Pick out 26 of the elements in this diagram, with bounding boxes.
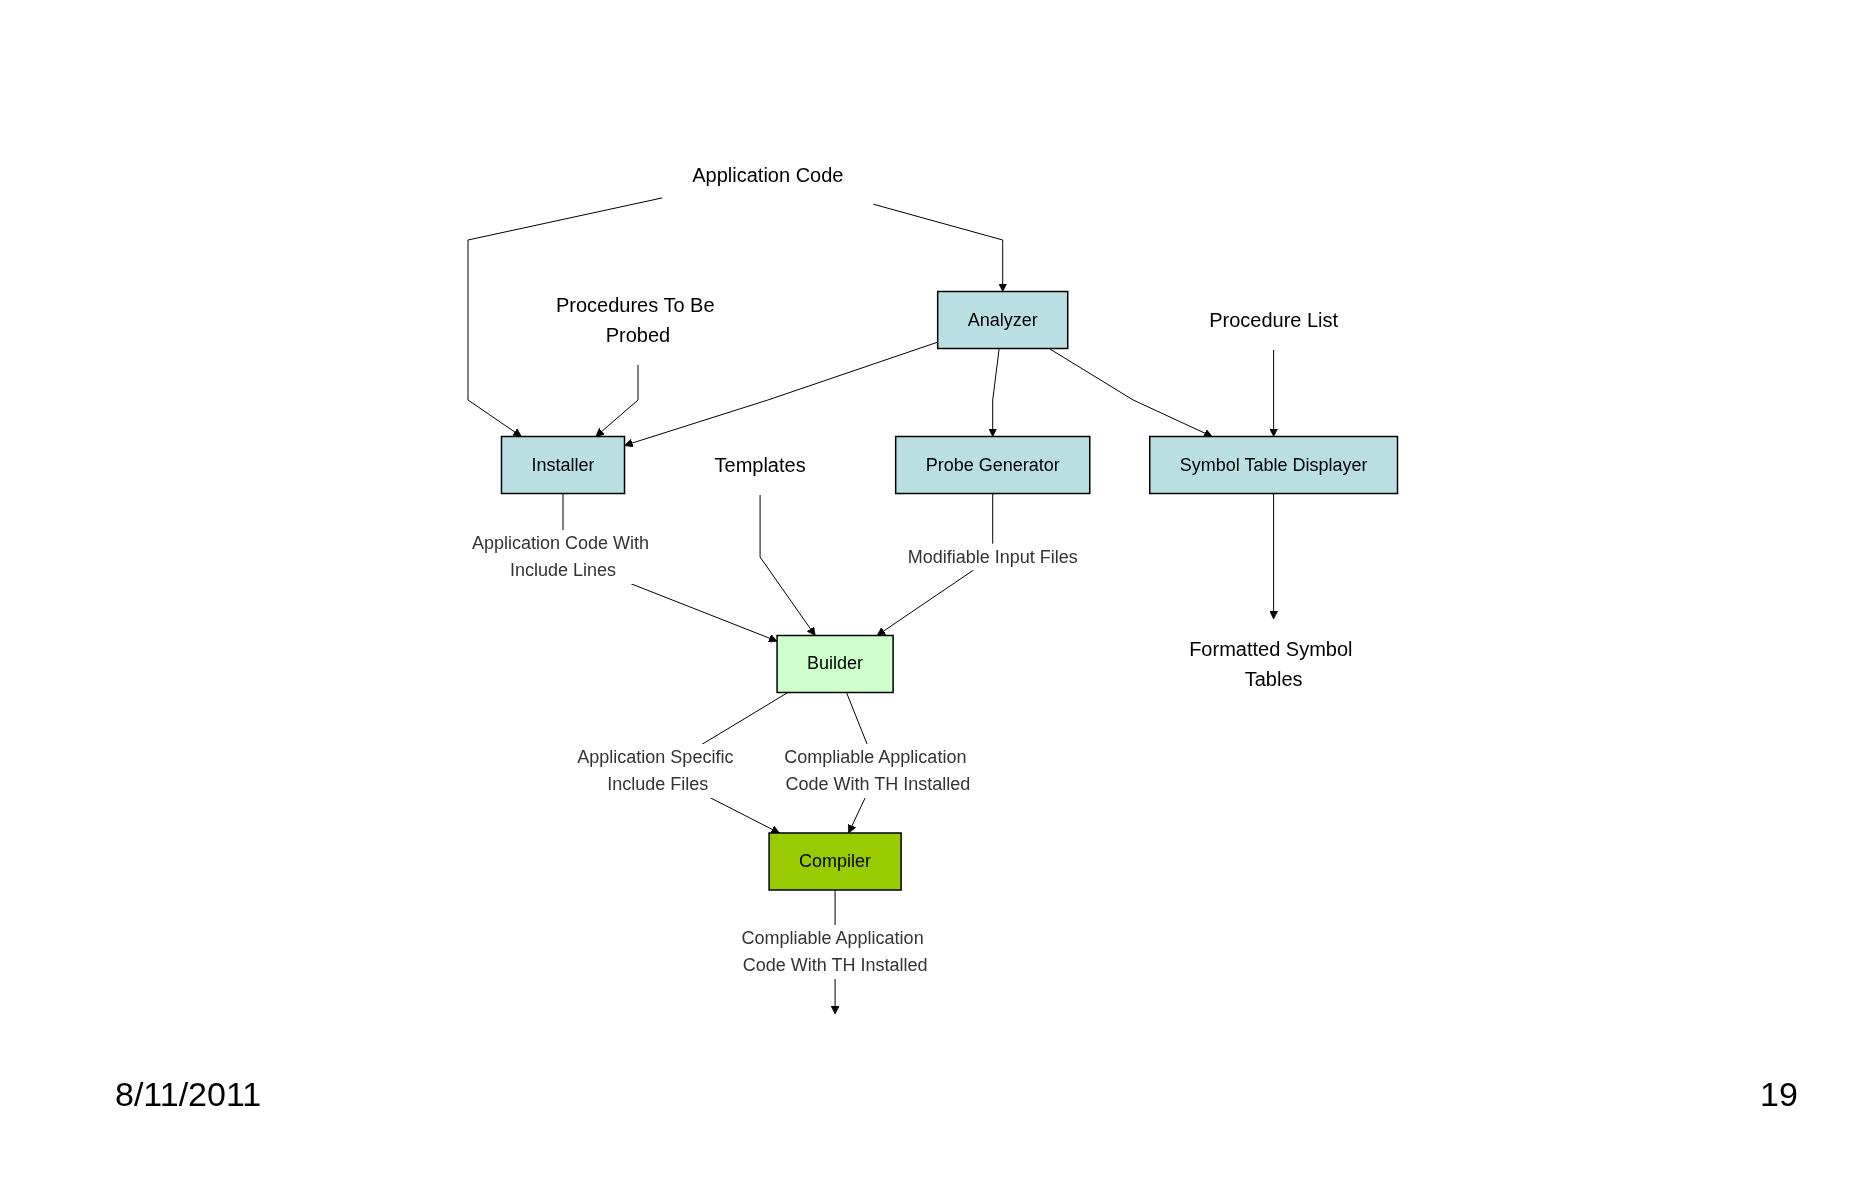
node-text: Procedure List bbox=[1208, 309, 1338, 331]
node-box: Compiler bbox=[768, 832, 902, 891]
edge-label: Application Code With Include Lines bbox=[471, 533, 649, 580]
node-text: Application Code bbox=[691, 164, 844, 186]
arrow bbox=[467, 197, 663, 437]
arrow bbox=[988, 348, 1000, 437]
date-text: 8/11/2011 bbox=[115, 1075, 262, 1114]
node-box: Analyzer bbox=[936, 290, 1069, 350]
arrow bbox=[759, 494, 816, 636]
node-box: Installer bbox=[500, 435, 625, 495]
page-number: 19 bbox=[1760, 1075, 1798, 1114]
node-text: Templates bbox=[714, 454, 806, 476]
node-box: Probe Generator bbox=[894, 435, 1091, 495]
edge-label: Compliable Application Code With TH Installed bbox=[783, 747, 970, 794]
node-text: Formatted Symbol Tables bbox=[1188, 638, 1353, 690]
edge-label: Modifiable Input Files bbox=[907, 546, 1078, 567]
node-box: Builder bbox=[776, 634, 894, 694]
edge-label: Application Specific Include Files bbox=[577, 747, 734, 794]
arrow bbox=[1048, 348, 1213, 438]
edge-label: Compliable Application Code With TH Installed bbox=[741, 928, 928, 975]
arrow bbox=[595, 364, 639, 437]
arrow bbox=[872, 203, 1007, 292]
arrow bbox=[1268, 349, 1278, 437]
node-text: Procedures To Be Probed bbox=[555, 294, 715, 346]
arrow bbox=[1268, 493, 1278, 620]
node-box: Symbol Table Displayer bbox=[1148, 435, 1398, 495]
